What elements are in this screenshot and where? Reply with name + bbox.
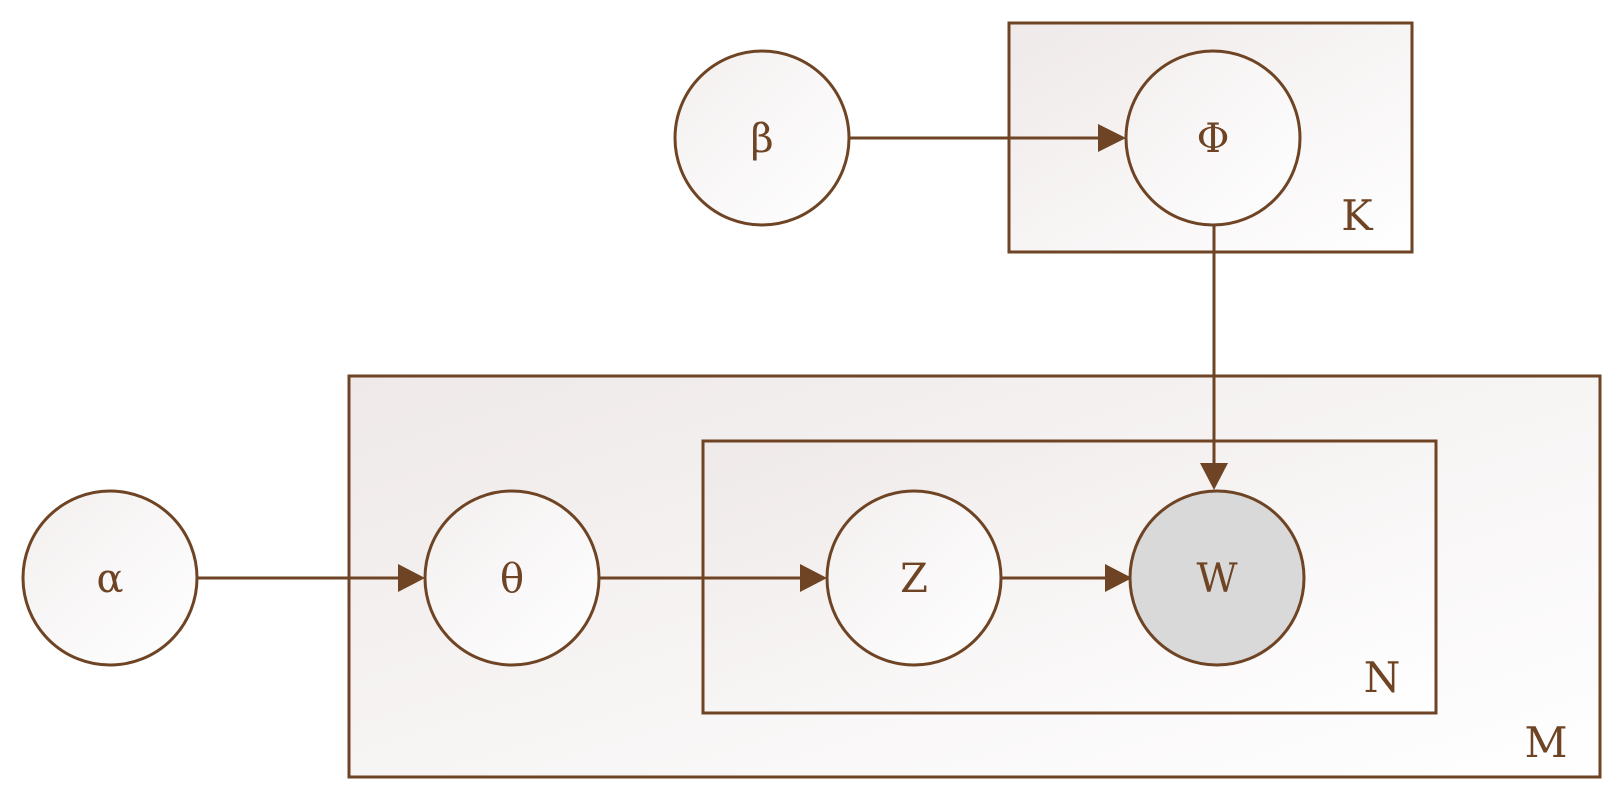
- plate-m-label: M: [1524, 718, 1567, 767]
- plate-k-label: K: [1341, 191, 1374, 240]
- node-z-circle: [825, 489, 1003, 667]
- node-beta: β: [673, 49, 851, 227]
- node-w: W: [1128, 489, 1306, 667]
- edge-alpha-theta: [196, 564, 425, 592]
- plate-n-label: N: [1364, 653, 1401, 702]
- edge-phi-w: [1200, 226, 1228, 490]
- node-w-label: W: [1196, 556, 1237, 602]
- edge-z-w-arrowhead: [1105, 564, 1132, 592]
- node-phi: Φ: [1124, 49, 1302, 227]
- node-beta-label: β: [750, 116, 773, 162]
- node-theta-circle: [423, 489, 601, 667]
- edge-alpha-theta-arrowhead: [398, 564, 425, 592]
- node-alpha: α: [21, 489, 199, 667]
- node-alpha-circle: [21, 489, 199, 667]
- node-z-label: Z: [900, 556, 928, 602]
- node-z: Z: [825, 489, 1003, 667]
- edge-z-w: [1000, 564, 1132, 592]
- node-w-circle: [1128, 489, 1306, 667]
- node-theta: θ: [423, 489, 601, 667]
- edge-phi-w-arrowhead: [1200, 463, 1228, 490]
- node-theta-label: θ: [500, 556, 524, 602]
- edge-theta-z-arrowhead: [800, 564, 827, 592]
- node-alpha-label: α: [96, 556, 123, 602]
- node-phi-circle: [1124, 49, 1302, 227]
- node-phi-label: Φ: [1197, 116, 1230, 162]
- edge-beta-phi-arrowhead: [1098, 124, 1126, 152]
- edge-theta-z: [598, 564, 827, 592]
- edge-beta-phi: [849, 124, 1126, 152]
- node-beta-circle: [673, 49, 851, 227]
